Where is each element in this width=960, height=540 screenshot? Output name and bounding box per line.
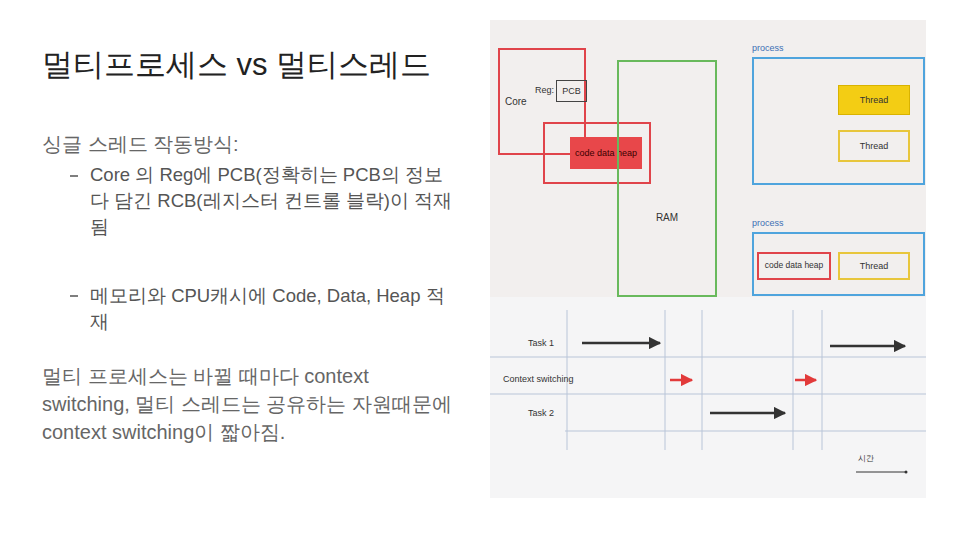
node-label: code data heap xyxy=(570,137,642,169)
node-heading: process xyxy=(752,43,784,53)
node-label: RAM xyxy=(656,212,678,224)
grid-line xyxy=(665,310,666,450)
task-arrow xyxy=(582,342,660,345)
grid-line xyxy=(702,310,703,450)
bullet-text: 메모리와 CPU캐시에 Code, Data, Heap 적재 xyxy=(90,283,460,335)
ram-box: RAM xyxy=(617,60,717,297)
section-heading: 싱글 스레드 작동방식: xyxy=(42,130,239,158)
node-label: code data heap xyxy=(765,261,824,271)
switch-arrow xyxy=(670,379,692,382)
grid-line xyxy=(490,394,926,395)
bullet-dash xyxy=(70,295,78,297)
memory-box: code data heap xyxy=(543,122,651,184)
grid-line xyxy=(822,310,823,450)
node-label: Thread xyxy=(860,141,889,151)
task-arrow xyxy=(830,345,905,348)
whiteboard-photo xyxy=(490,20,926,298)
node-heading: process xyxy=(752,218,784,228)
node-heading: Reg: xyxy=(535,85,554,95)
grid-line xyxy=(490,357,926,358)
process-box: processcode data heapThread xyxy=(752,232,925,296)
node-label: Core xyxy=(505,96,527,108)
time-axis-dot xyxy=(905,471,908,474)
thread-box: Thread xyxy=(838,130,910,162)
time-label: 시간 xyxy=(858,453,874,464)
pcb-box: Reg:PCB xyxy=(556,80,587,102)
task-label: Task 2 xyxy=(528,407,554,420)
summary-text: 멀티 프로세스는 바뀔 때마다 context switching, 멀티 스레… xyxy=(42,362,462,446)
memory-box: code data heap xyxy=(757,252,831,280)
grid-line xyxy=(793,310,794,450)
grid-line xyxy=(565,431,926,432)
task-arrow xyxy=(710,412,785,415)
node-label: Thread xyxy=(860,95,889,105)
bullet-dash xyxy=(70,175,78,177)
thread-box: Thread xyxy=(838,252,910,280)
bullet-text: Core 의 Reg에 PCB(정확히는 PCB의 정보다 담긴 RCB(레지스… xyxy=(90,162,460,240)
node-label: PCB xyxy=(562,86,581,96)
thread-box: Thread xyxy=(838,85,910,115)
switch-arrow xyxy=(795,379,816,382)
timeline-photo xyxy=(490,297,926,498)
task-label: Task 1 xyxy=(528,337,554,350)
process-box: processThreadThread xyxy=(752,57,925,185)
time-axis xyxy=(856,472,906,473)
slide-title: 멀티프로세스 vs 멀티스레드 xyxy=(42,44,431,86)
switch-label: Context switching xyxy=(503,373,574,386)
node-label: Thread xyxy=(860,261,889,271)
